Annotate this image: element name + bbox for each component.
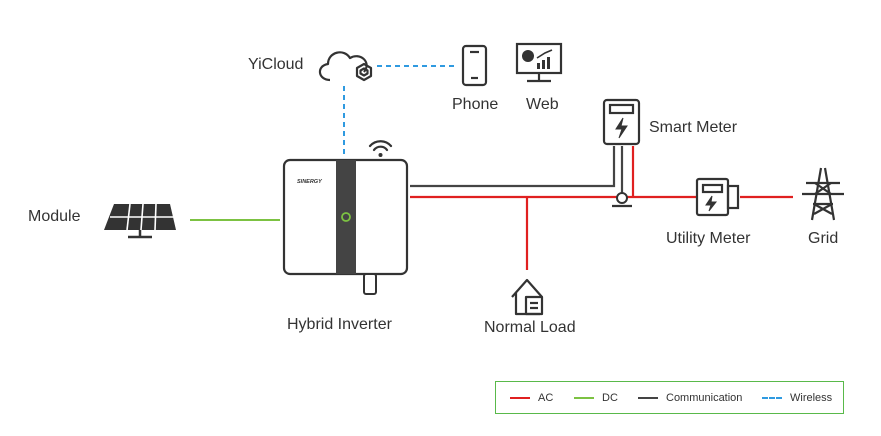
legend-label-dc: DC [602, 391, 618, 404]
legend-swatch-ac [510, 396, 530, 399]
communication-link-inverter-meter [410, 146, 616, 188]
inverter-brand: SINERGY [297, 179, 323, 185]
cloud-icon [318, 51, 373, 82]
utility-meter-icon [695, 177, 740, 217]
legend-swatch-dc [574, 396, 594, 399]
ct-clamp-icon [612, 192, 632, 208]
phone-label: Phone [452, 96, 499, 113]
solar-panel-icon [104, 203, 176, 239]
smart-meter-icon [602, 98, 641, 146]
normal-load-label: Normal Load [484, 319, 576, 336]
legend-swatch-wireless [762, 396, 782, 399]
monitor-chart-icon [515, 42, 563, 83]
legend-label-ac: AC [538, 391, 554, 404]
inverter-icon: SINERGY [282, 158, 409, 295]
hybrid-inverter-label: Hybrid Inverter [287, 316, 392, 333]
legend-swatch-communication [638, 396, 658, 399]
smart-meter-label: Smart Meter [649, 119, 738, 136]
transmission-tower-icon [802, 167, 844, 221]
legend-item-ac: AC [510, 382, 553, 413]
module-label: Module [28, 208, 81, 225]
legend: AC DC Communication Wireless [495, 381, 844, 414]
grid-label: Grid [808, 230, 839, 247]
yicloud-label: YiCloud [248, 56, 304, 73]
phone-icon [461, 44, 488, 87]
legend-item-communication: Communication [638, 382, 742, 413]
wifi-icon [368, 140, 393, 157]
legend-label-communication: Communication [666, 391, 743, 404]
legend-item-wireless: Wireless [762, 382, 832, 413]
utility-meter-label: Utility Meter [666, 230, 751, 247]
legend-label-wireless: Wireless [790, 391, 833, 404]
legend-item-dc: DC [574, 382, 618, 413]
web-label: Web [526, 96, 559, 113]
house-icon [511, 278, 544, 316]
